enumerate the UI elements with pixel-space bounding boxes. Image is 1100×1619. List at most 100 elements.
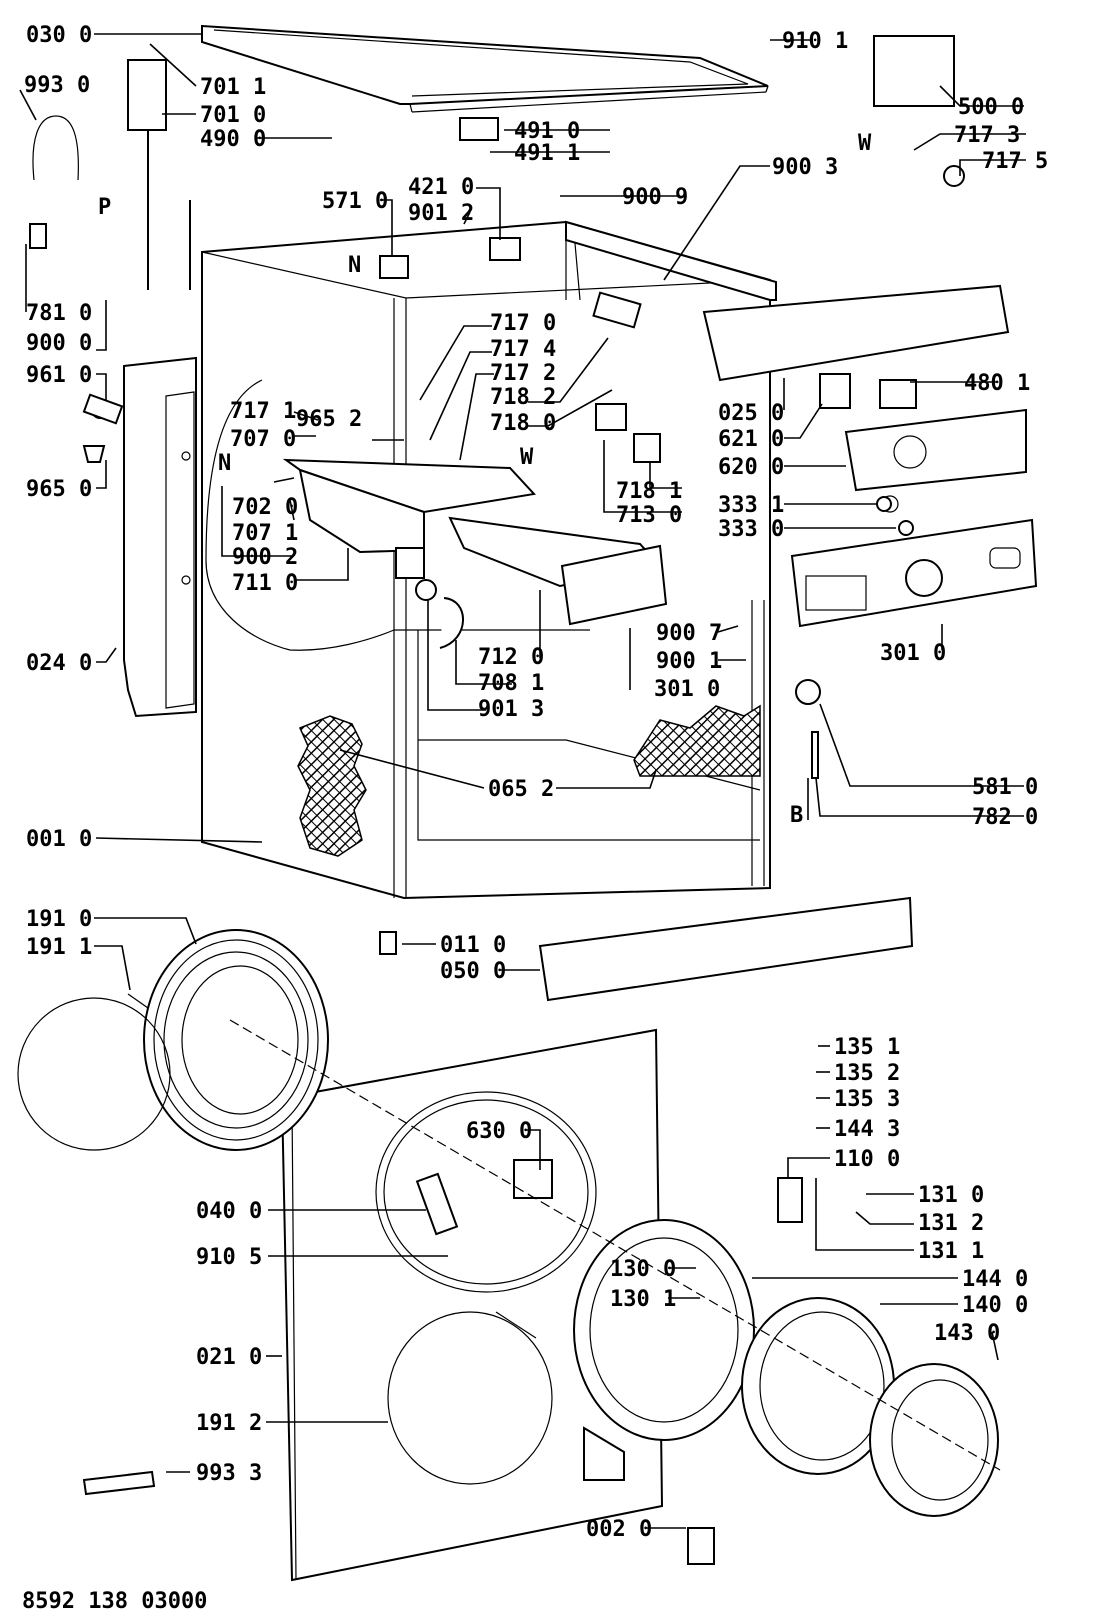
label-301-0-panel: 301 0	[880, 641, 946, 666]
clamp-ring-front	[17, 997, 171, 1151]
label-490-0: 490 0	[200, 127, 266, 152]
label-002-0: 002 0	[586, 1517, 652, 1542]
label-040-0: 040 0	[196, 1199, 262, 1224]
label-901-3: 901 3	[478, 697, 544, 722]
label-130-0: 130 0	[610, 1257, 676, 1282]
label-500-0: 500 0	[958, 95, 1024, 120]
label-630-0: 630 0	[466, 1119, 532, 1144]
clamp-ring-rear	[387, 1311, 553, 1485]
label-707-1: 707 1	[232, 521, 298, 546]
label-718-1: 718 1	[616, 479, 682, 504]
label-717-2: 717 2	[490, 361, 556, 386]
label-900-2: 900 2	[232, 545, 298, 570]
label-717-4: 717 4	[490, 337, 556, 362]
plinth	[538, 896, 914, 1002]
detergent-dispenser	[282, 458, 668, 626]
label-701-1: 701 1	[200, 75, 266, 100]
label-901-2: 901 2	[408, 201, 474, 226]
label-024-0: 024 0	[26, 651, 92, 676]
label-301-0-fascia: 301 0	[654, 677, 720, 702]
label-130-1: 130 1	[610, 1287, 676, 1312]
label-191-1: 191 1	[26, 935, 92, 960]
label-717-1: 717 1	[230, 399, 296, 424]
label-701-0: 701 0	[200, 103, 266, 128]
label-900-0: 900 0	[26, 331, 92, 356]
front-panel	[280, 1028, 664, 1582]
label-135-1: 135 1	[834, 1035, 900, 1060]
label-025-0: 025 0	[718, 401, 784, 426]
letter-w-dispenser: W	[520, 445, 534, 470]
label-144-3: 144 3	[834, 1117, 900, 1142]
label-900-9: 900 9	[622, 185, 688, 210]
pressure-switch	[795, 679, 821, 705]
door-gasket	[143, 929, 329, 1151]
label-713-0: 713 0	[616, 503, 682, 528]
document-number: 8592 138 03000	[22, 1589, 207, 1614]
label-782-0: 782 0	[972, 805, 1038, 830]
label-143-0: 143 0	[934, 1321, 1000, 1346]
label-421-0: 421 0	[408, 175, 474, 200]
label-110-0: 110 0	[834, 1147, 900, 1172]
label-711-0: 711 0	[232, 571, 298, 596]
label-961-0: 961 0	[26, 363, 92, 388]
insulation-left	[297, 715, 367, 857]
label-900-1: 900 1	[656, 649, 722, 674]
label-140-0: 140 0	[962, 1293, 1028, 1318]
label-993-0: 993 0	[24, 73, 90, 98]
label-581-0: 581 0	[972, 775, 1038, 800]
side-panel	[123, 356, 197, 718]
label-050-0: 050 0	[440, 959, 506, 984]
label-900-3: 900 3	[772, 155, 838, 180]
label-333-1: 333 1	[718, 493, 784, 518]
label-702-0: 702 0	[232, 495, 298, 520]
letter-n-dispenser: N	[218, 451, 231, 476]
insulation-right	[633, 704, 761, 777]
label-030-0: 030 0	[26, 23, 92, 48]
label-965-0: 965 0	[26, 477, 92, 502]
letter-p: P	[98, 195, 111, 220]
label-480-1: 480 1	[964, 371, 1030, 396]
label-065-2: 065 2	[488, 777, 554, 802]
label-712-0: 712 0	[478, 645, 544, 670]
label-707-0: 707 0	[230, 427, 296, 452]
door-assembly	[229, 1019, 1001, 1517]
label-131-2: 131 2	[918, 1211, 984, 1236]
label-621-0: 621 0	[718, 427, 784, 452]
label-191-0: 191 0	[26, 907, 92, 932]
label-708-1: 708 1	[478, 671, 544, 696]
letter-n-top: N	[348, 253, 361, 278]
label-717-0: 717 0	[490, 311, 556, 336]
label-131-1: 131 1	[918, 1239, 984, 1264]
label-144-0: 144 0	[962, 1267, 1028, 1292]
letter-w-top: W	[858, 131, 872, 156]
label-718-2: 718 2	[490, 385, 556, 410]
label-333-0: 333 0	[718, 517, 784, 542]
label-993-3: 993 3	[196, 1461, 262, 1486]
label-717-3: 717 3	[954, 123, 1020, 148]
label-965-2: 965 2	[296, 407, 362, 432]
label-571-0: 571 0	[322, 189, 388, 214]
control-panel	[702, 284, 1038, 628]
cabinet-drawing	[201, 24, 777, 900]
label-718-0: 718 0	[490, 411, 556, 436]
label-001-0: 001 0	[26, 827, 92, 852]
label-011-0: 011 0	[440, 933, 506, 958]
label-491-1: 491 1	[514, 141, 580, 166]
label-781-0: 781 0	[26, 301, 92, 326]
label-191-2: 191 2	[196, 1411, 262, 1436]
top-cover	[201, 24, 769, 105]
label-620-0: 620 0	[718, 455, 784, 480]
label-135-3: 135 3	[834, 1087, 900, 1112]
label-491-0: 491 0	[514, 119, 580, 144]
label-131-0: 131 0	[918, 1183, 984, 1208]
part-labels: 030 0 701 1 701 0 490 0 993 0 781 0 900 …	[22, 23, 1048, 1614]
leader-lines	[19, 33, 1026, 1529]
label-900-7: 900 7	[656, 621, 722, 646]
label-910-5: 910 5	[196, 1245, 262, 1270]
label-021-0: 021 0	[196, 1345, 262, 1370]
label-135-2: 135 2	[834, 1061, 900, 1086]
letter-b: B	[790, 803, 803, 828]
label-717-5: 717 5	[982, 149, 1048, 174]
label-910-1: 910 1	[782, 29, 848, 54]
